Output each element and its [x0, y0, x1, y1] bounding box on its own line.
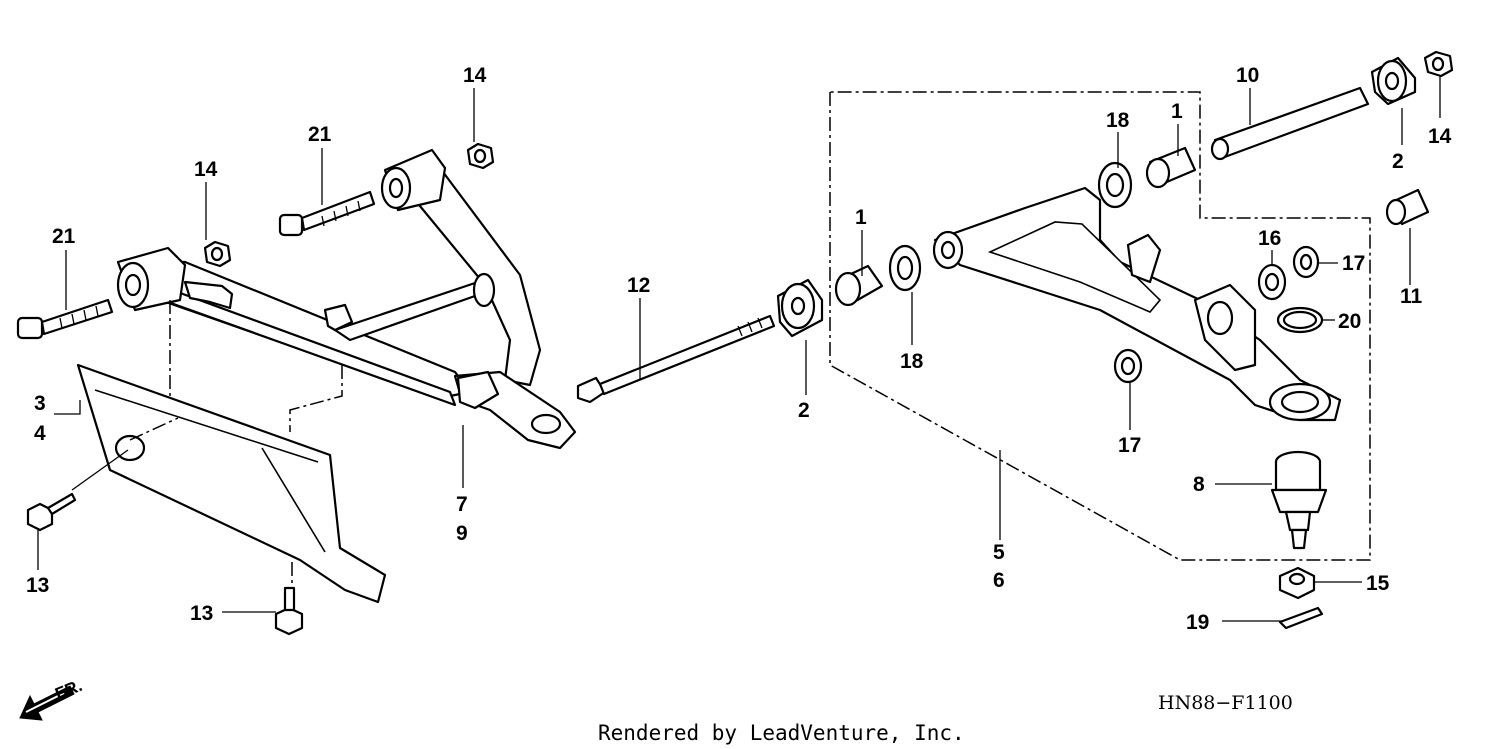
bushing-1-left: [834, 264, 884, 307]
callout-17-right: 17: [1342, 252, 1365, 275]
spacer-2-right: [1370, 56, 1417, 106]
callout-4: 4: [34, 422, 46, 445]
callout-10: 10: [1236, 64, 1259, 87]
callout-21-lower: 21: [52, 225, 76, 248]
seal-18-left: [888, 244, 922, 292]
callout-14-right: 14: [1428, 125, 1452, 148]
callout-17-lower: 17: [1118, 434, 1141, 457]
callout-18-right: 18: [1106, 109, 1130, 132]
leader-lines: [37, 76, 1441, 622]
fr-label: FR.: [52, 676, 85, 704]
bearing-16: [1257, 263, 1287, 301]
callout-2-center: 2: [798, 399, 810, 422]
nut-14-top: [466, 142, 495, 170]
callout-6: 6: [993, 569, 1005, 592]
callout-14-left: 14: [194, 158, 218, 181]
callout-1-right: 1: [1171, 100, 1183, 123]
callout-1-left: 1: [855, 206, 867, 229]
collar-11: [1385, 188, 1430, 226]
callout-18-left: 18: [900, 350, 924, 373]
castle-nut-15: [1278, 566, 1316, 600]
callout-14-top: 14: [463, 64, 487, 87]
lower-arm-assembly: [932, 186, 1342, 422]
upper-arm-assembly: [116, 148, 577, 450]
callout-3: 3: [34, 392, 46, 415]
callout-20: 20: [1338, 310, 1361, 333]
callout-7: 7: [456, 493, 468, 516]
callout-8: 8: [1193, 473, 1205, 496]
callout-19: 19: [1186, 611, 1209, 634]
callout-11: 11: [1400, 285, 1423, 308]
cotter-pin-19: [1278, 606, 1324, 630]
callout-5: 5: [993, 541, 1005, 564]
callout-21-upper: 21: [308, 123, 332, 146]
bushing-1-right: [1145, 146, 1197, 189]
diagram-code: HN88−F1100: [1158, 692, 1293, 714]
seal-17-lower: [1113, 348, 1143, 384]
callout-13-bottom: 13: [190, 602, 213, 625]
bolt-13-left: [26, 492, 77, 532]
callout-13-left: 13: [26, 574, 49, 597]
callout-15: 15: [1366, 572, 1390, 595]
bolt-21-lower: [16, 298, 114, 340]
ball-joint-8: [1270, 450, 1328, 550]
callout-9: 9: [456, 522, 468, 545]
callout-12: 12: [627, 274, 650, 297]
seal-18-right: [1097, 161, 1133, 209]
bolt-21-upper: [278, 190, 376, 237]
callout-16: 16: [1258, 227, 1281, 250]
spacer-2-center: [776, 278, 824, 338]
bolt-12: [576, 314, 776, 404]
callout-labels: 14 21 14 21 3 4 7 9 13 13 12 2 1 18 18 1…: [26, 64, 1452, 634]
seal-17-right: [1292, 245, 1320, 279]
nut-14-right: [1423, 50, 1454, 78]
circlip-20: [1276, 306, 1324, 334]
arm-guard-plate: [76, 363, 387, 604]
shaft-10: [1210, 86, 1370, 161]
callout-2-right: 2: [1392, 150, 1404, 173]
nut-14-left: [203, 240, 232, 268]
front-direction-arrow: FR.: [19, 676, 85, 721]
bolt-13-bottom: [274, 586, 304, 636]
footer-credit: Rendered by LeadVenture, Inc.: [598, 721, 965, 745]
